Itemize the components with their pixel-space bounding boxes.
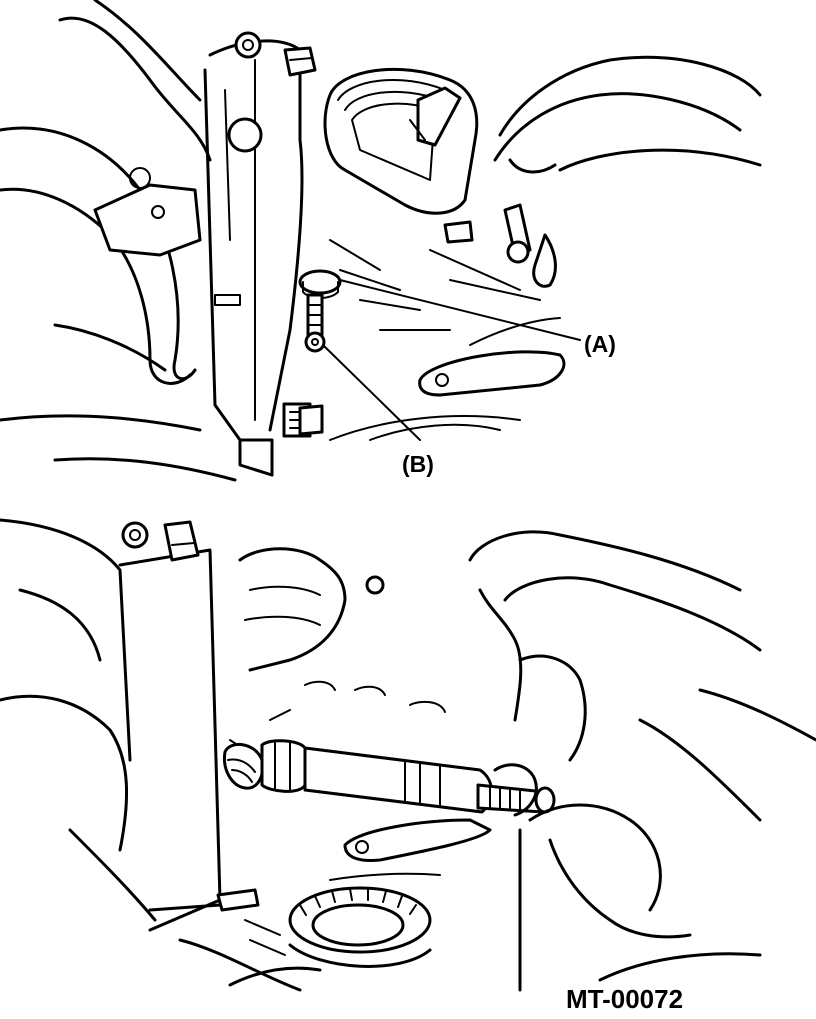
top-panel-transmission-view bbox=[0, 0, 762, 482]
bearing-gear bbox=[288, 886, 432, 968]
figure-code: MT-00072 bbox=[566, 984, 683, 1014]
callout-a-label: (A) bbox=[584, 331, 616, 357]
callout-b-label: (B) bbox=[402, 451, 434, 477]
bottom-panel-installation-view bbox=[0, 518, 816, 992]
clutch-release-cylinder bbox=[222, 739, 556, 814]
rubber-boot bbox=[323, 67, 479, 215]
bolt-b bbox=[304, 293, 326, 353]
